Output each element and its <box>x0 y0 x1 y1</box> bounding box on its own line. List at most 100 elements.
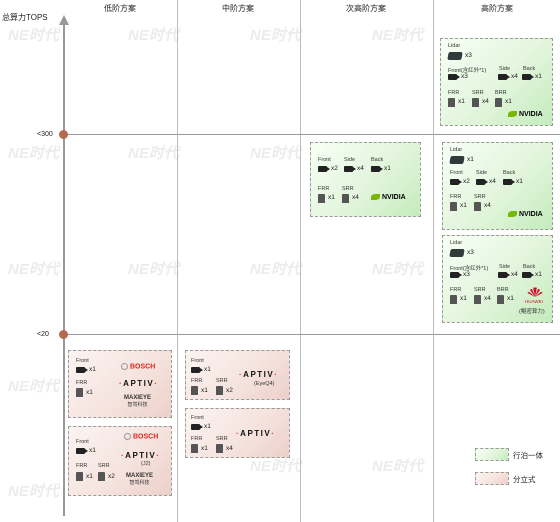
threshold-line <box>63 334 560 335</box>
column-header-low: 低阶方案 <box>104 4 136 13</box>
lidar-icon <box>447 52 463 60</box>
aptiv-wordmark: APTIV <box>240 429 272 438</box>
count: x1 <box>535 73 542 80</box>
legend-swatch-discrete <box>475 472 509 485</box>
side-label: Side <box>499 66 511 72</box>
watermark: NE时代 <box>8 378 59 395</box>
huawei-logo-icon <box>527 287 543 297</box>
radar-icon <box>342 194 349 203</box>
aptiv-dot-icon: · <box>154 379 159 388</box>
huawei-wordmark: HUAWEI <box>525 299 543 304</box>
aptiv-dot-icon: · <box>121 451 126 460</box>
nvidia-wordmark: NVIDIA <box>519 111 543 118</box>
back-label: Back <box>371 157 384 163</box>
nvidia-logo: NVIDIA <box>508 211 543 218</box>
side-label: Side <box>476 170 488 176</box>
srr-label: SRR <box>342 186 354 192</box>
axis-title: 总算力TOPS <box>2 13 48 22</box>
lidar-icon <box>449 156 465 164</box>
count: x1 <box>458 98 465 105</box>
lidar-label: Lidar <box>450 147 463 153</box>
srr-label: SRR <box>474 194 486 200</box>
camera-icon <box>522 272 534 278</box>
watermark: NE时代 <box>8 261 59 278</box>
camera-icon <box>503 179 515 185</box>
watermark: NE时代 <box>250 145 301 162</box>
watermark: NE时代 <box>128 27 179 44</box>
scheme-card-mid-aptiv-eyeq4: Front x1 FRR x1 SRR x2 ·APTIV· (EyeQ4) <box>185 350 290 400</box>
scheme-card-high-nvidia-1: Lidar x3 Front(含红外*1) x3 Side x4 Back x1… <box>440 38 553 126</box>
column-header-sub-high: 次高阶方案 <box>346 4 386 13</box>
radar-icon <box>495 98 502 107</box>
radar-icon <box>497 295 504 304</box>
nvidia-eye-icon <box>371 194 380 201</box>
side-label: Side <box>499 264 511 270</box>
watermark: NE时代 <box>128 261 179 278</box>
radar-icon <box>216 386 223 395</box>
camera-icon <box>476 179 488 185</box>
nvidia-logo: NVIDIA <box>508 111 543 118</box>
camera-icon <box>448 74 460 80</box>
camera-icon <box>191 424 203 430</box>
srr-label: SRR <box>472 90 484 96</box>
aptiv-dot-icon: · <box>271 429 276 438</box>
radar-icon <box>98 472 105 481</box>
maxieye-wordmark: MAXIEYE <box>124 395 152 401</box>
bosch-wordmark: BOSCH <box>130 363 156 371</box>
front-label: Front <box>76 358 89 364</box>
tick-marker <box>59 130 68 139</box>
aptiv-wordmark: APTIV <box>243 370 275 379</box>
tick-label-20: <20 <box>37 331 49 338</box>
count: x4 <box>482 98 489 105</box>
lidar-icon <box>449 249 465 257</box>
scheme-card-mid-aptiv: Front x1 FRR x1 SRR x4 ·APTIV· <box>185 408 290 458</box>
threshold-line <box>63 134 560 135</box>
radar-icon <box>216 444 223 453</box>
column-header-mid: 中阶方案 <box>222 4 254 13</box>
aptiv-chip-label: (J2) <box>141 461 151 467</box>
count: x4 <box>484 295 491 302</box>
column-divider <box>300 0 301 522</box>
camera-icon <box>450 179 462 185</box>
count: x4 <box>352 194 359 201</box>
watermark: NE时代 <box>8 483 59 500</box>
watermark: NE时代 <box>8 27 59 44</box>
frr-label: FRR <box>76 463 88 469</box>
aptiv-dot-icon: · <box>239 370 244 379</box>
radar-icon <box>191 386 198 395</box>
watermark: NE时代 <box>250 27 301 44</box>
count: x4 <box>484 202 491 209</box>
huawei-note: (鲲密算力) <box>519 309 545 315</box>
column-divider <box>433 0 434 522</box>
camera-icon <box>76 448 88 454</box>
bosch-logo: BOSCH <box>121 363 155 370</box>
count: x3 <box>465 52 472 59</box>
column-header-high: 高阶方案 <box>481 4 513 13</box>
legend-label-integrated: 行泊一体 <box>513 451 543 460</box>
aptiv-chip-label: (EyeQ4) <box>254 381 275 387</box>
count: x2 <box>226 387 233 394</box>
count: x1 <box>516 178 523 185</box>
count: x1 <box>86 473 93 480</box>
radar-icon <box>450 202 457 211</box>
count: x1 <box>467 156 474 163</box>
side-label: Side <box>344 157 356 163</box>
count: x1 <box>460 202 467 209</box>
radar-icon <box>474 295 481 304</box>
watermark: NE时代 <box>372 261 423 278</box>
frr-label: FRR <box>76 380 88 386</box>
nvidia-eye-icon <box>508 111 517 118</box>
count: x1 <box>86 389 93 396</box>
brr-label: BRR <box>495 90 507 96</box>
back-label: Back <box>523 264 536 270</box>
nvidia-logo: NVIDIA <box>371 194 406 201</box>
back-label: Back <box>523 66 536 72</box>
watermark: NE时代 <box>128 145 179 162</box>
watermark: NE时代 <box>250 261 301 278</box>
maxieye-cn-name: 智驾科技 <box>127 402 148 408</box>
aptiv-logo: ·APTIV· <box>239 370 278 379</box>
nvidia-wordmark: NVIDIA <box>519 211 543 218</box>
count: x1 <box>201 445 208 452</box>
tick-marker <box>59 330 68 339</box>
